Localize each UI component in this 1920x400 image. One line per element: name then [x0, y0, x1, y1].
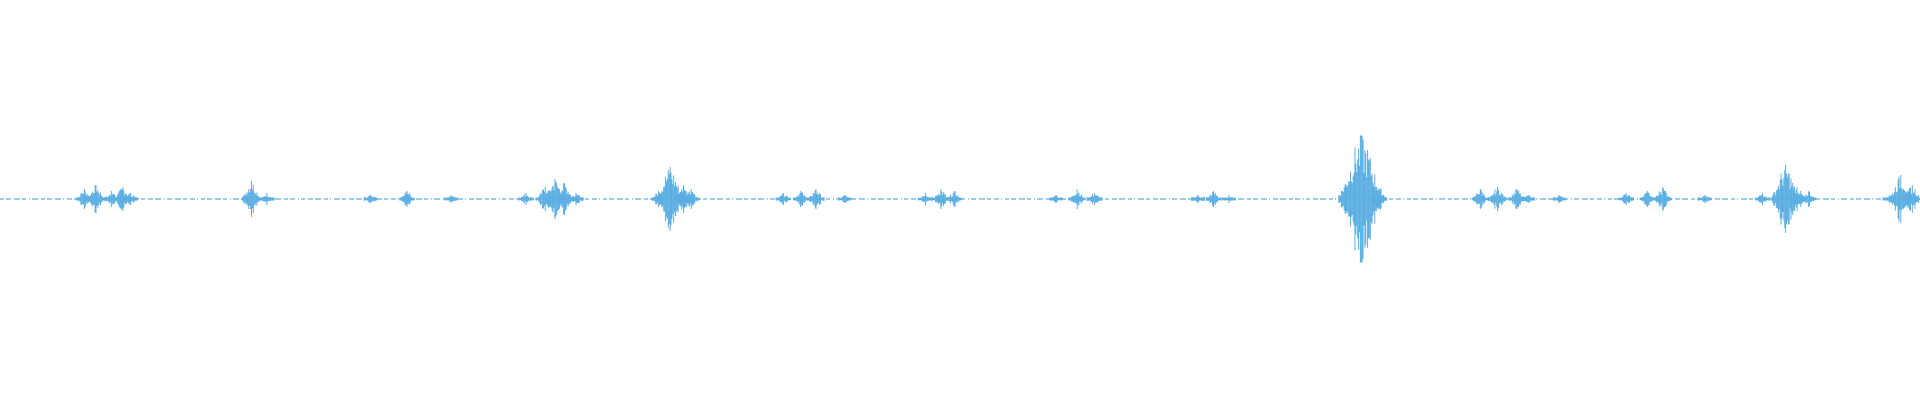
waveform-bursts [75, 135, 1920, 263]
